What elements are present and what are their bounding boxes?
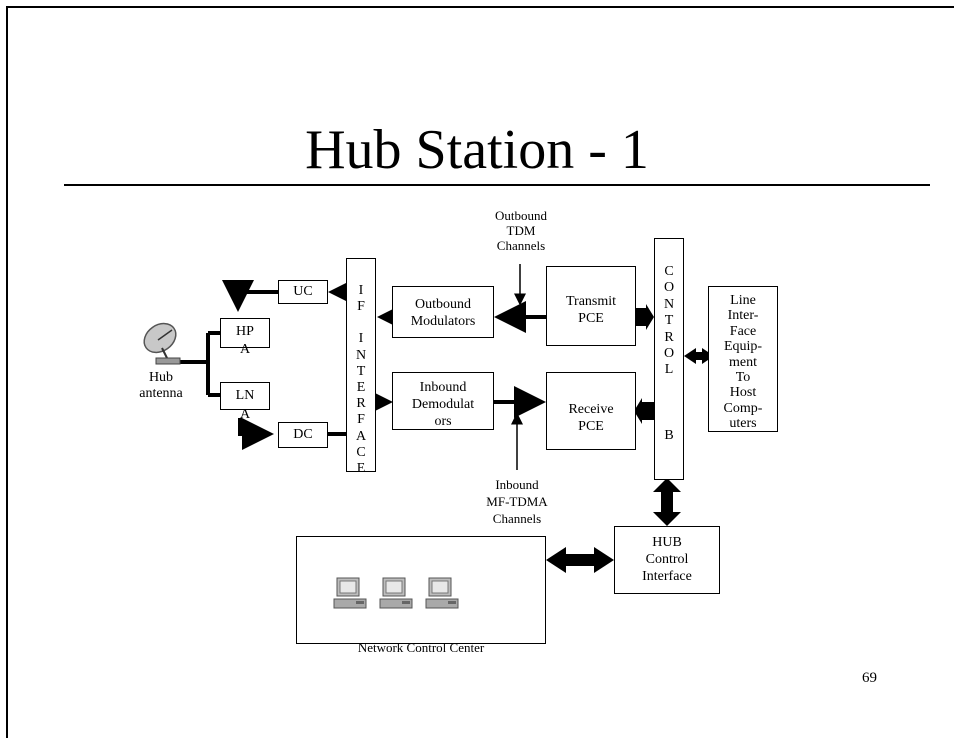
hub-control-interface-label: HUB Control Interface [642,535,692,584]
computer-icon [379,577,413,609]
inbound-demodulators-box: Inbound Demodulat ors [392,372,494,430]
lna-label-overflow: A [239,407,251,422]
hub-control-interface-box: HUB Control Interface [614,526,720,594]
line-interface-box [708,286,778,432]
lna-label: LN [235,388,255,403]
control-line-double-arrow [684,348,714,364]
lna-box: LN [220,382,270,410]
hpa-box: HP [220,318,270,348]
transmit-pce-box: Transmit PCE [546,266,636,346]
receive-pce-label: Receive PCE [568,402,614,434]
network-control-center-label: Network Control Center [357,640,485,655]
dc-box: DC [278,422,328,448]
receive-pce-box: Receive PCE [546,372,636,450]
control-bus-box [654,238,684,480]
computer-icon [425,577,459,609]
slide-title: Hub Station - 1 [305,119,649,181]
tpce-control-block-arrow [634,304,654,330]
computer-icon [333,577,367,609]
hpa-label: HP [236,324,254,339]
outbound-modulators-box: Outbound Modulators [392,286,494,338]
outbound-tdm-label: Outbound TDM Channels [495,208,547,253]
control-rpce-block-arrow [634,398,654,424]
dc-label: DC [293,427,313,442]
uc-to-hpa-arrow [222,280,278,312]
line-interface-label: Line Inter- Face Equip- ment To Host Com… [723,293,763,432]
lna-to-dc-arrow [238,418,274,450]
inbound-mftdma-label: Inbound MF-TDMA Channels [486,477,548,526]
page-number: 69 [862,670,877,686]
satellite-dish-icon [143,322,181,365]
uc-label: UC [293,284,313,299]
uc-box: UC [278,280,328,304]
hpa-label-overflow: A [239,342,251,357]
ncc-hub-double-arrow [546,547,614,573]
hub-antenna-label: Hub antenna [139,370,183,401]
control-hub-double-arrow [653,478,681,526]
control-bus-label: C O N T R O L B [663,264,675,444]
outbound-modulators-label: Outbound Modulators [410,297,476,329]
connector-lines [180,264,714,573]
slide-frame [6,6,954,738]
transmit-pce-label: Transmit PCE [565,294,617,326]
if-interface-label: I F I N T E R F A C E [355,283,367,477]
if-interface-box [346,258,376,472]
inbound-demodulators-label: Inbound Demodulat ors [411,380,475,429]
title-divider [64,184,930,186]
